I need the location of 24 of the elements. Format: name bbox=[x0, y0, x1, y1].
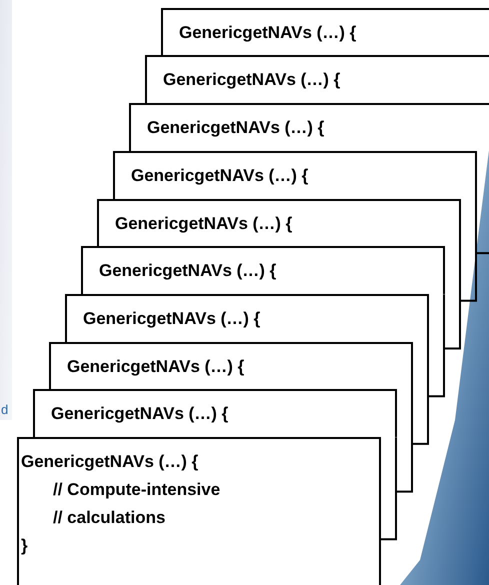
code-text: GenericgetNAVs (…) { bbox=[115, 214, 292, 234]
code-card bbox=[65, 294, 429, 342]
code-card bbox=[113, 150, 477, 199]
code-text: GenericgetNAVs (…) { bbox=[131, 166, 308, 186]
code-card bbox=[49, 342, 413, 390]
code-card bbox=[145, 55, 489, 104]
code-card bbox=[97, 198, 461, 246]
code-text: GenericgetNAVs (…) { bbox=[51, 404, 228, 424]
code-card bbox=[33, 389, 397, 438]
code-text: GenericgetNAVs (…) { bbox=[67, 356, 244, 377]
code-text: // Compute-intensive bbox=[53, 480, 220, 500]
code-card bbox=[129, 103, 489, 152]
code-text: GenericgetNAVs (…) { bbox=[99, 261, 276, 282]
background-text: d bbox=[1, 402, 8, 417]
code-card bbox=[161, 8, 489, 56]
code-text: GenericgetNAVs (…) { bbox=[163, 70, 340, 90]
code-text: // calculations bbox=[53, 508, 166, 528]
code-text: GenericgetNAVs (…) { bbox=[147, 118, 324, 138]
code-text: GenericgetNAVs (…) { bbox=[21, 452, 198, 472]
code-text: GenericgetNAVs (…) { bbox=[179, 22, 356, 43]
code-text: GenericgetNAVs (…) { bbox=[83, 308, 260, 329]
code-card bbox=[81, 246, 445, 294]
code-text: } bbox=[21, 536, 28, 556]
code-card bbox=[17, 437, 381, 585]
